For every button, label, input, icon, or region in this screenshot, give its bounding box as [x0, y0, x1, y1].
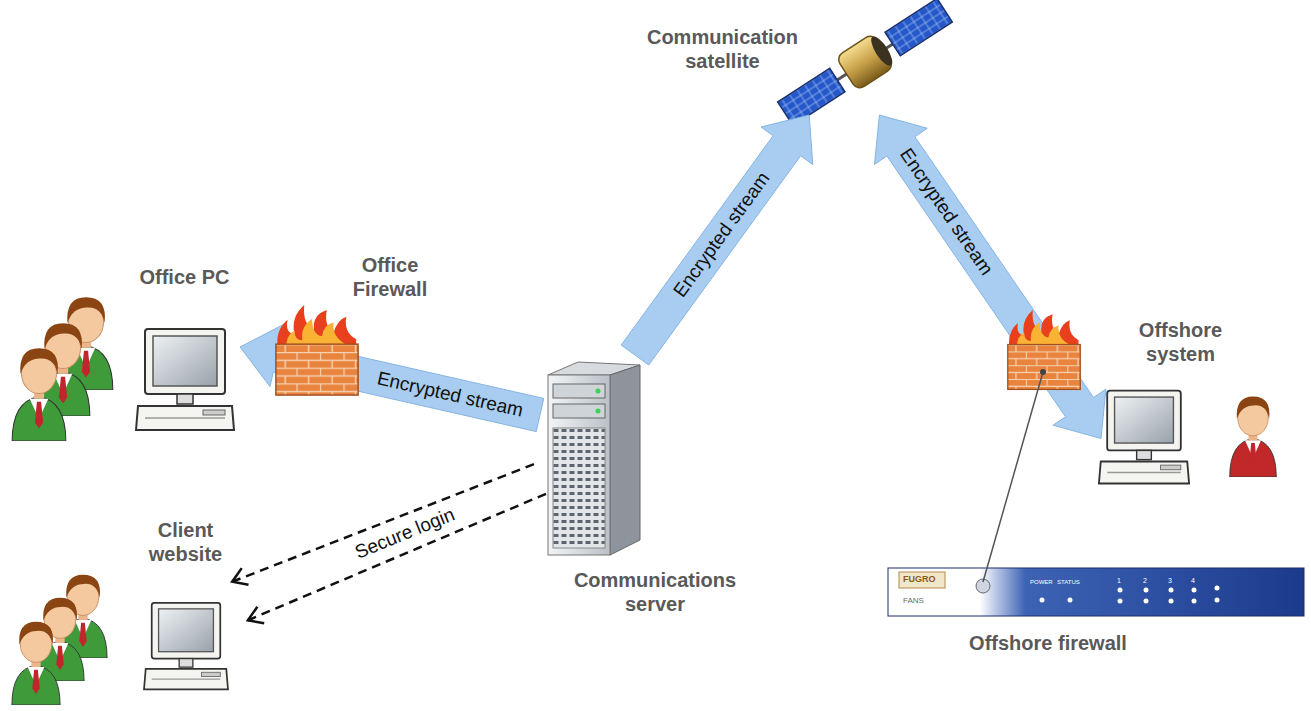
- leader-line: [983, 372, 1043, 582]
- leader-dot: [1040, 369, 1046, 375]
- pc-node: Offshore system: [1095, 385, 1295, 492]
- device-label: 4: [1191, 577, 1195, 584]
- data-stream-arrow: [874, 115, 1105, 439]
- arrow-head: [232, 568, 248, 585]
- data-stream-arrow: [621, 115, 813, 365]
- pc-node: Client website: [5, 575, 240, 705]
- node-label: Offshore system: [1123, 318, 1238, 366]
- node-label: Communication satellite: [625, 25, 820, 73]
- firewall-icon: [276, 305, 358, 395]
- firewall-device: [888, 568, 1304, 616]
- device-label: FUGRO: [903, 575, 936, 584]
- satellite-node: Communication satellite: [775, 15, 955, 115]
- edge-label: Encrypted stream: [668, 166, 776, 304]
- node-label: Office PC: [137, 265, 232, 289]
- device-label: 1: [1117, 577, 1121, 584]
- node-label: Office Firewall: [340, 253, 440, 301]
- device-label: POWER: [1030, 579, 1053, 585]
- edge-label: Secure login: [349, 503, 460, 564]
- server-node: Communications server: [540, 355, 640, 555]
- office-people: [12, 297, 113, 441]
- pc-monitor: [144, 603, 228, 690]
- edge-label: Encrypted stream: [893, 142, 998, 282]
- person-icon: [1230, 396, 1277, 477]
- device-label: 3: [1168, 577, 1172, 584]
- device-label: FANS: [903, 597, 924, 605]
- client-people: [12, 575, 107, 705]
- firewall-node: Office Firewall: [272, 305, 362, 398]
- person-icon: [12, 348, 66, 441]
- device-label: STATUS: [1057, 579, 1080, 585]
- pc-node: Office PC: [5, 325, 240, 435]
- node-label: Client website: [133, 518, 238, 566]
- arrow-body: [621, 115, 813, 365]
- firewall-device-node: Offshore firewall: [888, 568, 1304, 616]
- edge-label: Encrypted stream: [372, 367, 528, 422]
- device-label: 2: [1143, 577, 1147, 584]
- arrow-head: [248, 607, 264, 624]
- server-tower: [548, 362, 640, 555]
- node-label: Communications server: [550, 568, 760, 616]
- node-label: Offshore firewall: [943, 631, 1153, 655]
- dashed-line: [232, 464, 534, 582]
- firewall-icon: [1008, 310, 1081, 389]
- satellite-icon: [774, 0, 955, 131]
- pc-monitor: [136, 329, 234, 430]
- login-arrow: [232, 464, 546, 623]
- person-icon: [12, 622, 60, 705]
- pc-monitor: [1099, 391, 1189, 484]
- arrow-body: [874, 115, 1105, 439]
